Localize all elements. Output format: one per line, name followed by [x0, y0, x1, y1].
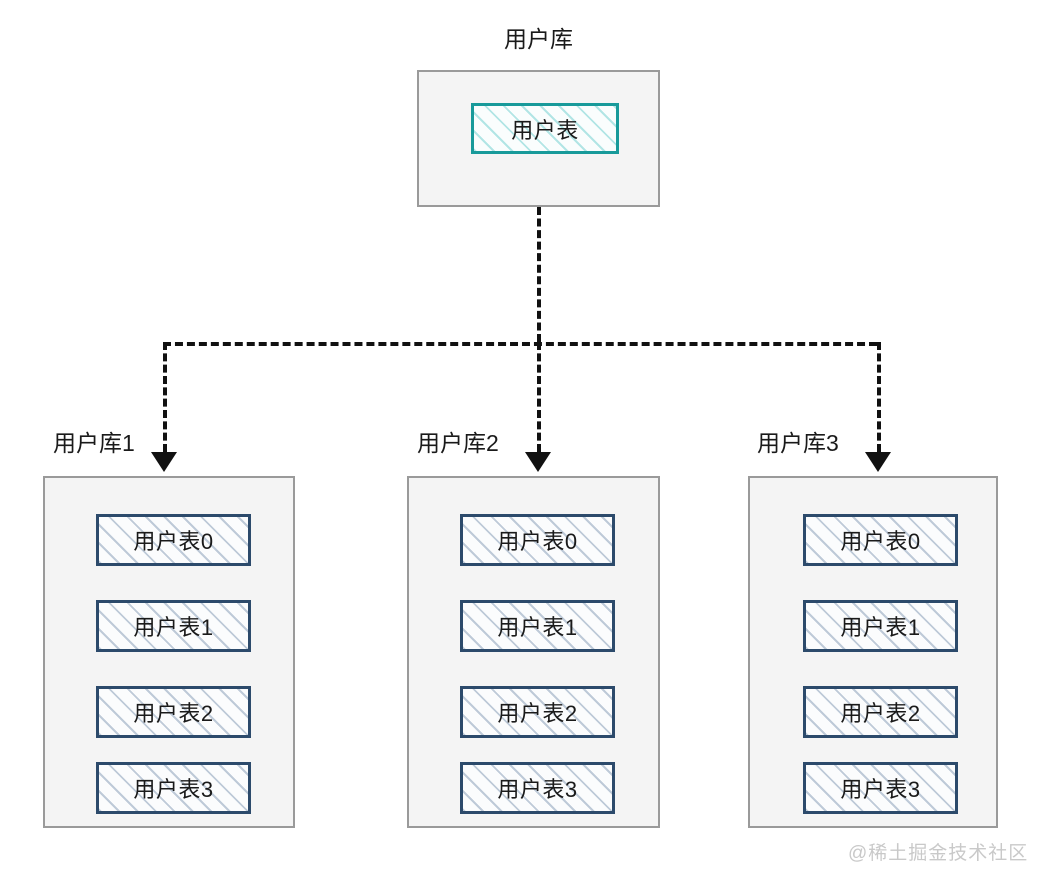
shard3-table-label-2: 用户表2 — [840, 701, 921, 726]
shard1-table-label-0: 用户表0 — [133, 529, 214, 554]
shard1-table-box-1: 用户表1 — [96, 600, 251, 652]
shard3-table-label-1: 用户表1 — [840, 615, 921, 640]
shard3-table-box-1: 用户表1 — [803, 600, 958, 652]
shard-db-container-3: 用户表0 用户表1 用户表2 用户表3 — [748, 476, 998, 828]
connector-drop-1 — [163, 342, 167, 452]
shard-db-container-2: 用户表0 用户表1 用户表2 用户表3 — [407, 476, 660, 828]
shard1-table-box-2: 用户表2 — [96, 686, 251, 738]
shard3-table-box-2: 用户表2 — [803, 686, 958, 738]
master-db-label: 用户库 — [504, 26, 573, 52]
shard2-table-box-3: 用户表3 — [460, 762, 615, 814]
shard3-table-box-3: 用户表3 — [803, 762, 958, 814]
shard-db-label-3: 用户库3 — [757, 430, 839, 456]
shard2-table-label-0: 用户表0 — [497, 529, 578, 554]
shard1-table-box-3: 用户表3 — [96, 762, 251, 814]
shard1-table-label-1: 用户表1 — [133, 615, 214, 640]
master-table-label: 用户表 — [511, 117, 579, 143]
arrowhead-2 — [525, 452, 551, 472]
shard3-table-box-0: 用户表0 — [803, 514, 958, 566]
watermark: @稀土掘金技术社区 — [848, 843, 1029, 864]
master-table-box: 用户表 — [471, 103, 619, 154]
shard3-table-label-0: 用户表0 — [840, 529, 921, 554]
shard2-table-label-2: 用户表2 — [497, 701, 578, 726]
shard1-table-box-0: 用户表0 — [96, 514, 251, 566]
connector-bus — [163, 342, 877, 346]
shard-db-label-2: 用户库2 — [417, 430, 499, 456]
connector-drop-3 — [877, 342, 881, 452]
shard2-table-box-0: 用户表0 — [460, 514, 615, 566]
shard2-table-box-2: 用户表2 — [460, 686, 615, 738]
shard3-table-label-3: 用户表3 — [840, 777, 921, 802]
shard1-table-label-3: 用户表3 — [133, 777, 214, 802]
shard-db-container-1: 用户表0 用户表1 用户表2 用户表3 — [43, 476, 295, 828]
shard2-table-box-1: 用户表1 — [460, 600, 615, 652]
shard1-table-label-2: 用户表2 — [133, 701, 214, 726]
master-db-container: 用户表 — [417, 70, 660, 207]
shard-db-label-1: 用户库1 — [53, 430, 135, 456]
connector-trunk — [537, 207, 541, 342]
shard2-table-label-1: 用户表1 — [497, 615, 578, 640]
arrowhead-3 — [865, 452, 891, 472]
shard2-table-label-3: 用户表3 — [497, 777, 578, 802]
connector-drop-2 — [537, 342, 541, 452]
arrowhead-1 — [151, 452, 177, 472]
